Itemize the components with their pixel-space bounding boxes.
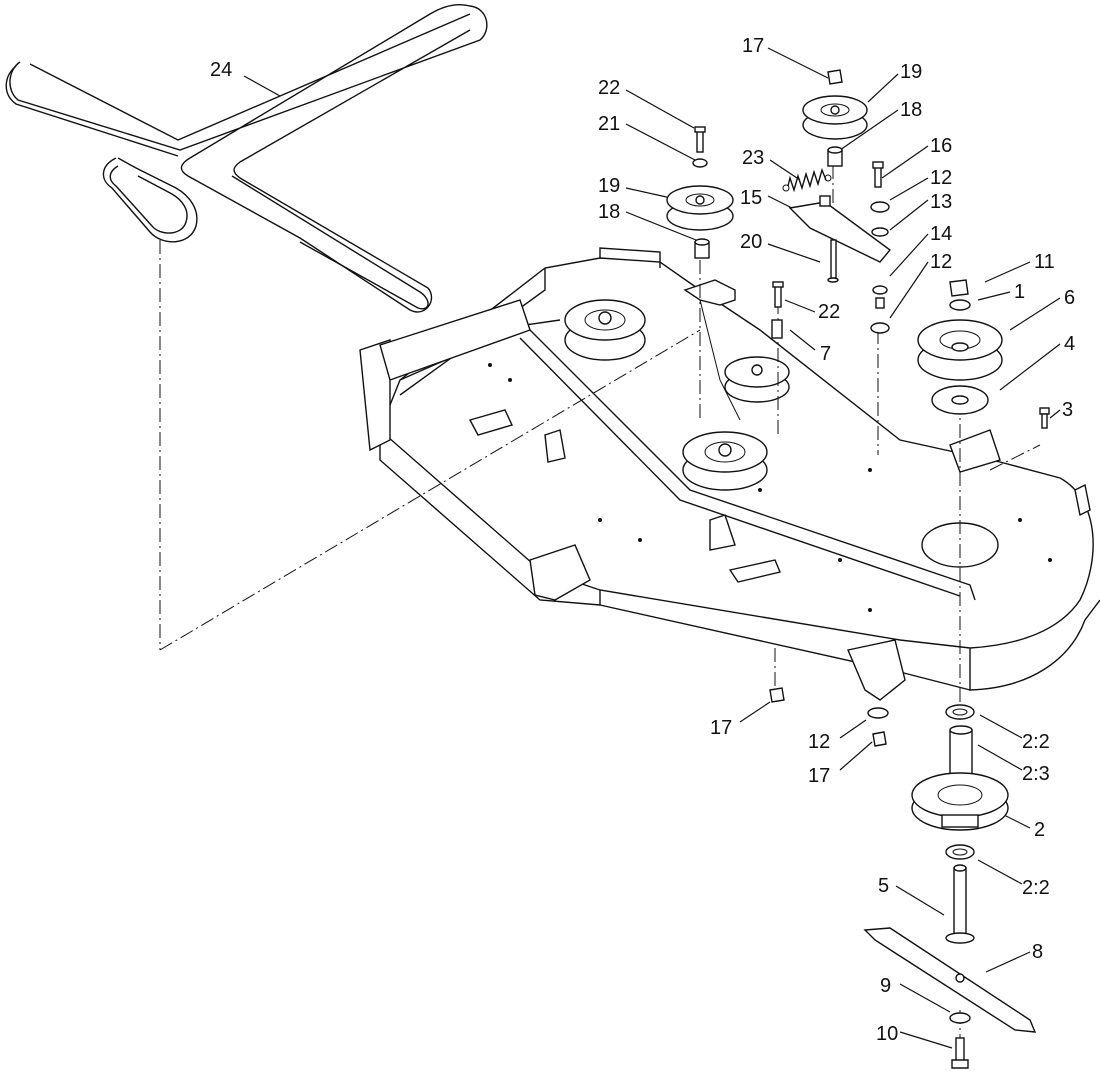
callout-17-lower-left: 17 (710, 717, 732, 739)
callout-17-top: 17 (742, 35, 764, 57)
callout-12-upper: 12 (930, 167, 952, 189)
callout-2: 2 (1034, 819, 1045, 841)
bushing-14 (872, 285, 888, 309)
callout-3: 3 (1062, 399, 1073, 421)
deck-pulley-left (564, 299, 646, 361)
bolt-10 (951, 1037, 969, 1069)
callout-15: 15 (740, 187, 762, 209)
bolt-22-left (694, 126, 706, 153)
spacer-18-right (827, 146, 843, 167)
bolt-22-mid (772, 281, 784, 308)
washer-12-upper (870, 201, 890, 213)
bolt-20 (827, 239, 839, 283)
idler-pulley-19-right (802, 95, 868, 140)
deck-idler-pulley (724, 356, 790, 403)
callout-7: 7 (820, 343, 831, 365)
idler-pulley-19-left (666, 185, 734, 231)
callout-10: 10 (876, 1023, 898, 1045)
spindle-housing-2 (911, 772, 1009, 831)
washer-9 (949, 1012, 971, 1024)
spacer-7 (771, 319, 783, 339)
bearing-2-2-lower (945, 844, 975, 860)
washer-13 (871, 227, 889, 237)
callout-23: 23 (742, 147, 764, 169)
drive-belt (5, 4, 488, 313)
callout-6: 6 (1064, 287, 1075, 309)
callout-19-left: 19 (598, 175, 620, 197)
callout-21: 21 (598, 113, 620, 135)
spacer-18-left (694, 238, 710, 259)
callout-9: 9 (880, 975, 891, 997)
callout-1: 1 (1014, 281, 1025, 303)
callout-16: 16 (930, 135, 952, 157)
washer-12-lower (870, 322, 890, 334)
bolt-3 (1039, 407, 1050, 429)
callout-19-right: 19 (900, 61, 922, 83)
nut-11 (949, 279, 969, 297)
callout-2-2-lower: 2:2 (1022, 877, 1050, 899)
callout-2-2-upper: 2:2 (1022, 731, 1050, 753)
callout-5: 5 (878, 875, 889, 897)
callout-labels: 24 17 19 22 18 21 23 16 19 12 15 13 18 1… (210, 35, 1075, 1045)
blade-8 (863, 927, 1037, 1033)
callout-14: 14 (930, 223, 952, 245)
idler-arm-15 (788, 195, 892, 263)
callout-13: 13 (930, 191, 952, 213)
deck-pulley-center (682, 431, 768, 491)
callout-22-mid: 22 (818, 301, 840, 323)
cover-4 (931, 385, 989, 415)
callout-20: 20 (740, 231, 762, 253)
bolt-16 (872, 161, 884, 188)
callout-18-left: 18 (598, 201, 620, 223)
callout-2-3: 2:3 (1022, 763, 1050, 785)
nut-17-top (827, 69, 843, 85)
washer-12-bottom (867, 707, 889, 719)
callout-18-right: 18 (900, 99, 922, 121)
callout-22-top: 22 (598, 77, 620, 99)
spindle-shaft-5 (945, 864, 975, 944)
callout-12-bottom: 12 (808, 731, 830, 753)
leader-lines (243, 47, 1061, 1049)
callout-24: 24 (210, 59, 232, 81)
callout-17-bottom: 17 (808, 765, 830, 787)
callout-12-lower: 12 (930, 251, 952, 273)
callout-4: 4 (1064, 333, 1075, 355)
callout-8: 8 (1032, 941, 1043, 963)
pulley-6 (917, 319, 1003, 381)
idler-arm-bracket (683, 279, 741, 421)
washer-1 (949, 299, 971, 311)
nut-17-lower-left (769, 687, 785, 703)
spring-23 (782, 167, 832, 193)
washer-21 (692, 158, 708, 168)
bearing-2-2-upper (945, 704, 975, 720)
callout-11: 11 (1034, 251, 1055, 273)
nut-17-bottom (872, 731, 887, 747)
